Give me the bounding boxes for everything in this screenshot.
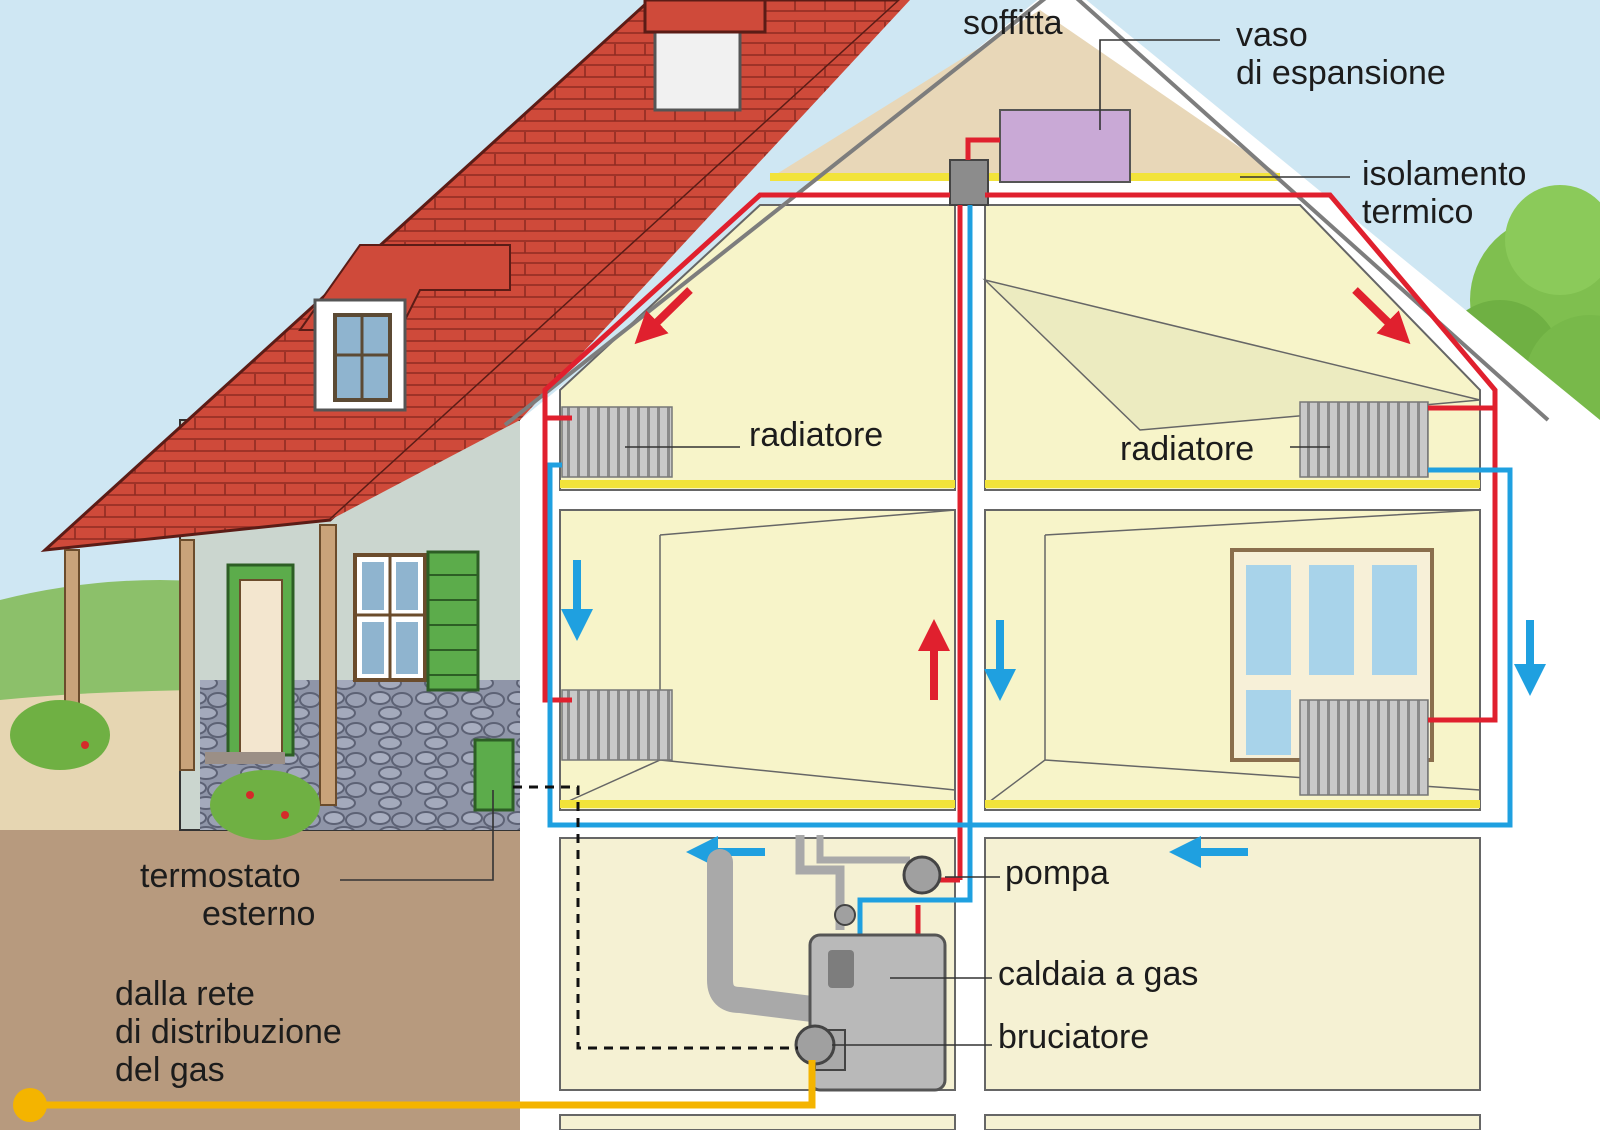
radiator-upper-right — [1299, 401, 1429, 478]
expansion-tank-label: vaso di espansione — [1236, 16, 1446, 92]
insulation-label-line-2: termico — [1362, 193, 1474, 231]
gas-supply-label-line-1: dalla rete — [115, 975, 255, 1013]
thermostat-label-line-2: esterno — [202, 895, 316, 933]
house-cross-section — [503, 0, 1600, 1130]
thermostat-label: termostato esterno — [140, 857, 315, 933]
attic-label: soffitta — [963, 4, 1063, 42]
expansion-tank — [999, 109, 1131, 183]
gas-line — [13, 1060, 816, 1122]
leader-lines — [340, 39, 1350, 1046]
insulation-label-line-1: isolamento — [1362, 155, 1527, 193]
cold-water-pipes — [547, 205, 1513, 935]
burner — [794, 1024, 836, 1066]
insulation-label: isolamento termico — [1362, 155, 1526, 231]
boiler-label: caldaia a gas — [998, 955, 1199, 993]
gas-supply-label: dalla rete di distribuzione del gas — [115, 975, 342, 1089]
pump — [902, 855, 942, 895]
gas-supply-label-line-3: del gas — [115, 1051, 225, 1089]
left-house — [10, 0, 910, 840]
radiator-right-label: radiatore — [1120, 430, 1255, 468]
expansion-tank-label-line-2: di espansione — [1236, 54, 1446, 92]
radiator-middle-left — [561, 689, 673, 761]
thermostat-label-line-1: termostato — [140, 857, 301, 895]
expansion-tank-label-line-1: vaso — [1236, 16, 1308, 54]
radiator-left-label: radiatore — [749, 416, 884, 454]
boiler-assembly — [707, 835, 947, 1092]
distribution-box — [949, 159, 989, 206]
burner-label: bruciatore — [998, 1018, 1150, 1056]
hot-water-pipes — [542, 137, 1498, 955]
flow-arrows — [561, 287, 1546, 868]
pump-label: pompa — [1005, 854, 1109, 892]
radiator-upper-left — [561, 406, 673, 478]
thermostat-wire — [513, 785, 798, 1050]
gas-supply-label-line-2: di distribuzione — [115, 1013, 342, 1051]
radiator-middle-right — [1299, 699, 1429, 796]
